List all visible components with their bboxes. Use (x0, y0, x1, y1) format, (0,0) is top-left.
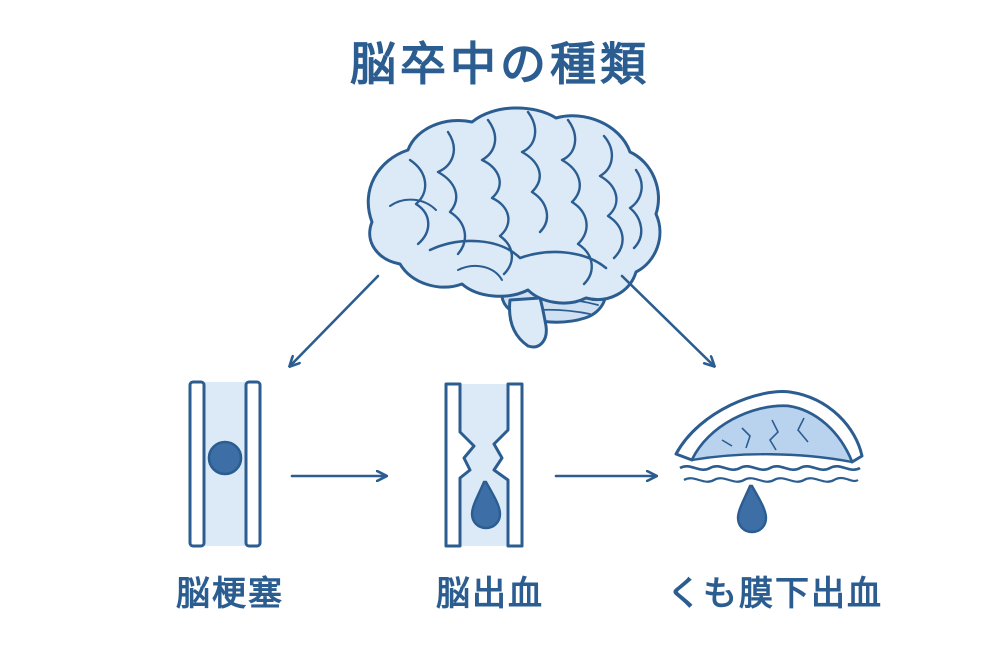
label-subarachnoid: くも膜下出血 (667, 574, 883, 614)
label-hemorrhage: 脳出血 (436, 574, 544, 614)
brain-icon (366, 106, 662, 349)
page-title: 脳卒中の種類 (350, 37, 650, 91)
arrow-brain-to-subarachnoid (620, 274, 714, 366)
hemorrhage-vessel-icon (444, 382, 524, 548)
clot-icon (207, 440, 243, 476)
arrow-brain-to-infarction (290, 274, 380, 366)
blood-drop-icon (736, 484, 768, 534)
brain-stem (508, 296, 548, 349)
cerebrum (366, 106, 662, 305)
infarction-vessel-icon (188, 380, 262, 548)
blood-drop-icon (470, 480, 502, 530)
subarachnoid-membrane-icon (674, 390, 864, 534)
label-infarction: 脳梗塞 (176, 574, 284, 614)
